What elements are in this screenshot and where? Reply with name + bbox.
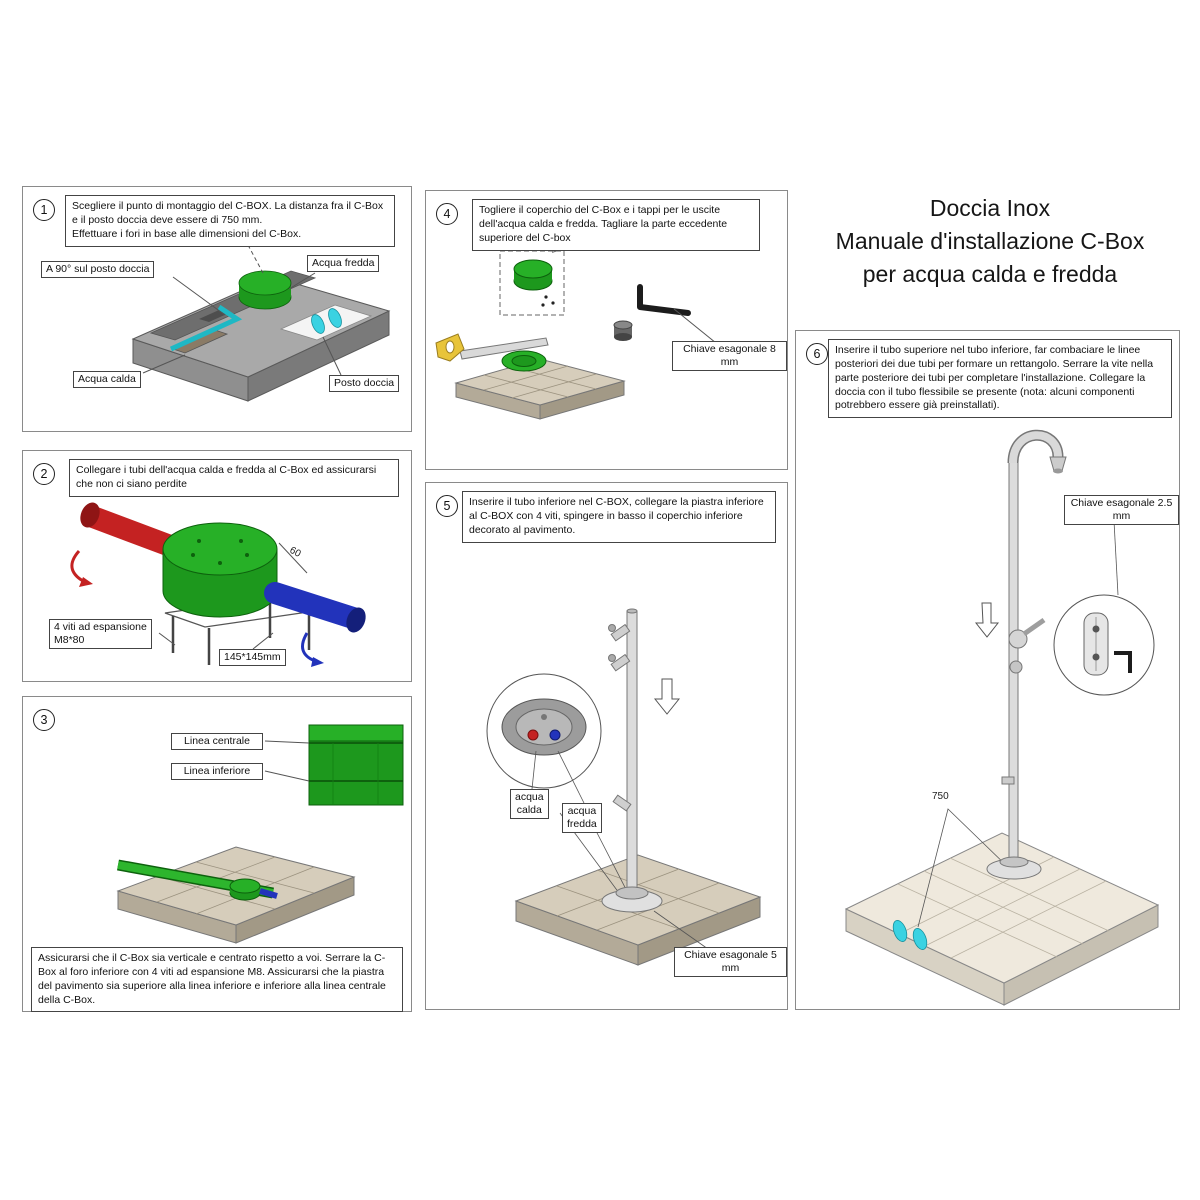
label-acqua-calda: Acqua calda [73, 371, 141, 389]
detail-inset [486, 673, 602, 789]
step3-number: 3 [33, 709, 55, 731]
cbox-icon [229, 878, 261, 901]
cbox-icon [162, 522, 278, 618]
cbox-cover [513, 259, 553, 291]
label-linea-inferiore: Linea inferiore [171, 763, 263, 781]
gooseneck-spout [1009, 431, 1062, 464]
label-chiave-8mm: Chiave esagonale 8 mm [672, 341, 787, 372]
label-angle-90: A 90° sul posto doccia [41, 261, 155, 279]
hot-port [527, 729, 539, 741]
step2-number: 2 [33, 463, 55, 485]
lower-tube [626, 610, 638, 900]
hot-water-pipe [80, 502, 184, 558]
panel-step-5: 5 Inserire il tubo inferiore nel C-BOX, … [425, 482, 788, 1010]
step6-instructions: Inserire il tubo superiore nel tubo infe… [828, 339, 1172, 419]
cut-piece [613, 320, 633, 341]
step1-illustration [131, 244, 391, 402]
label-acqua-fredda: Acqua fredda [307, 255, 380, 273]
step5-number: 5 [436, 495, 458, 517]
cbox-front-view [308, 724, 404, 806]
step3-instructions: Assicurarsi che il C-Box sia verticale e… [31, 947, 403, 1013]
mixer-fittings [1001, 617, 1046, 785]
title-line-3: per acqua calda e fredda [862, 261, 1118, 287]
detail-inset [1053, 594, 1155, 696]
label-chiave-2-5mm: Chiave esagonale 2.5 mm [1064, 495, 1179, 526]
dim-60: 60 [288, 545, 303, 560]
step3-illustration [116, 724, 404, 944]
label-plate-size: 145*145mm [219, 649, 286, 667]
label-expansion-screws: 4 viti ad espansione M8*80 [49, 619, 152, 650]
panel-step-2: 2 Collegare i tubi dell'acqua calda e fr… [22, 450, 412, 682]
step4-instructions: Togliere il coperchio del C-Box e i tapp… [472, 199, 760, 251]
hot-rotation-arrow [70, 550, 84, 583]
allen-key-icon [637, 284, 691, 316]
expansion-screws [171, 601, 311, 665]
down-arrow-icon [653, 678, 681, 715]
step5-illustration [486, 608, 762, 966]
step6-number: 6 [806, 343, 828, 365]
step5-instructions: Inserire il tubo inferiore nel C-BOX, co… [462, 491, 776, 543]
footprints-icon [311, 308, 342, 334]
label-acqua-fredda: acqua fredda [562, 803, 602, 834]
footprints-icon [892, 920, 928, 950]
document-title: Doccia Inox Manuale d'installazione C-Bo… [795, 192, 1185, 291]
step2-instructions: Collegare i tubi dell'acqua calda e fred… [69, 459, 399, 497]
cbox-icon [238, 270, 292, 310]
step4-illustration [435, 244, 717, 420]
step1-instructions: Scegliere il punto di montaggio del C-BO… [65, 195, 395, 247]
step4-number: 4 [436, 203, 458, 225]
square-ruler-icon [169, 304, 243, 352]
title-line-2: Manuale d'installazione C-Box [835, 228, 1145, 254]
cold-stub [259, 888, 278, 899]
label-chiave-5mm: Chiave esagonale 5 mm [674, 947, 787, 978]
cold-port [549, 729, 561, 741]
allen-key-icon [1114, 651, 1132, 673]
panel-step-6: 6 Inserire il tubo superiore nel tubo in… [795, 330, 1180, 1010]
shower-spot-plate [279, 304, 373, 341]
label-linea-centrale: Linea centrale [171, 733, 263, 751]
panel-step-1: 1 Scegliere il punto di montaggio del C-… [22, 186, 412, 432]
dim-750: 750 [932, 791, 949, 802]
cold-water-pipe [264, 582, 366, 633]
panel-step-3: 3 [22, 696, 412, 1013]
hacksaw-icon [435, 333, 549, 362]
step6-illustration: 750 [844, 429, 1160, 1006]
step2-illustration: 60 [70, 502, 366, 667]
tube-fittings [608, 623, 632, 812]
cold-rotation-arrow [301, 632, 316, 663]
label-acqua-calda: acqua calda [510, 789, 549, 820]
step1-number: 1 [33, 199, 55, 221]
panel-step-4: 4 Togliere il coperchio del C-Box e i ta… [425, 190, 788, 470]
label-posto-doccia: Posto doccia [329, 375, 400, 393]
down-arrow-icon [974, 602, 1000, 638]
title-line-1: Doccia Inox [929, 195, 1051, 221]
